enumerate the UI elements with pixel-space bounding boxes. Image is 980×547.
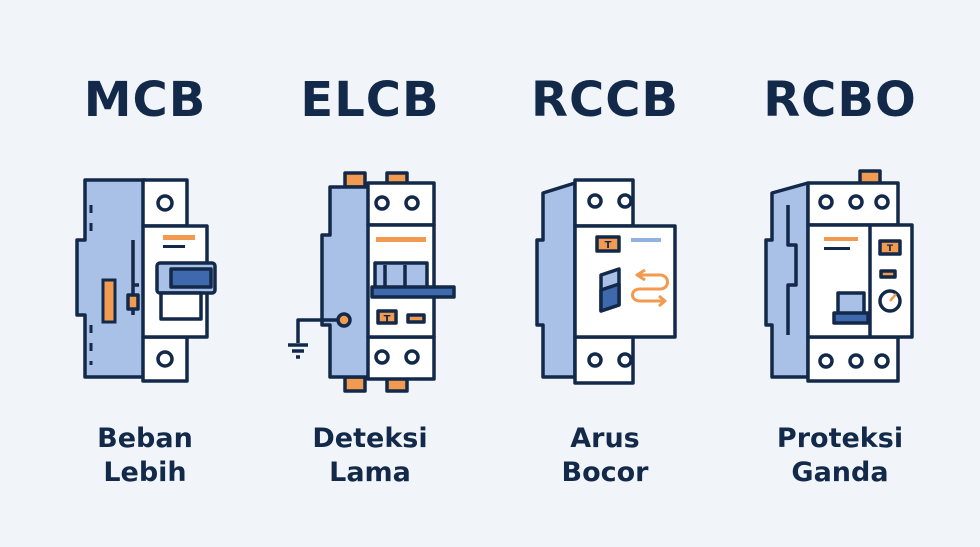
mcb-breaker-icon [75, 178, 217, 383]
test-label: T [605, 240, 612, 251]
device-rcbo: RCBO [730, 0, 950, 547]
device-title: MCB [83, 72, 207, 128]
device-title: RCBO [763, 72, 917, 128]
device-rccb: RCCB [495, 0, 715, 547]
device-mcb: MCB [35, 0, 255, 547]
device-caption: Arus Bocor [561, 423, 649, 488]
device-caption: Proteksi Ganda [776, 423, 904, 488]
test-label: T [384, 314, 391, 325]
test-label: T [887, 244, 894, 254]
elcb-breaker-icon: T [288, 171, 456, 393]
device-title: ELCB [300, 72, 440, 128]
device-caption: Beban Lebih [97, 423, 193, 488]
device-elcb: ELCB [260, 0, 480, 547]
device-title: RCCB [531, 72, 679, 128]
device-caption: Deteksi Lama [312, 423, 428, 488]
rcbo-breaker-icon: T [764, 169, 914, 383]
rccb-breaker-icon: T [535, 178, 677, 385]
